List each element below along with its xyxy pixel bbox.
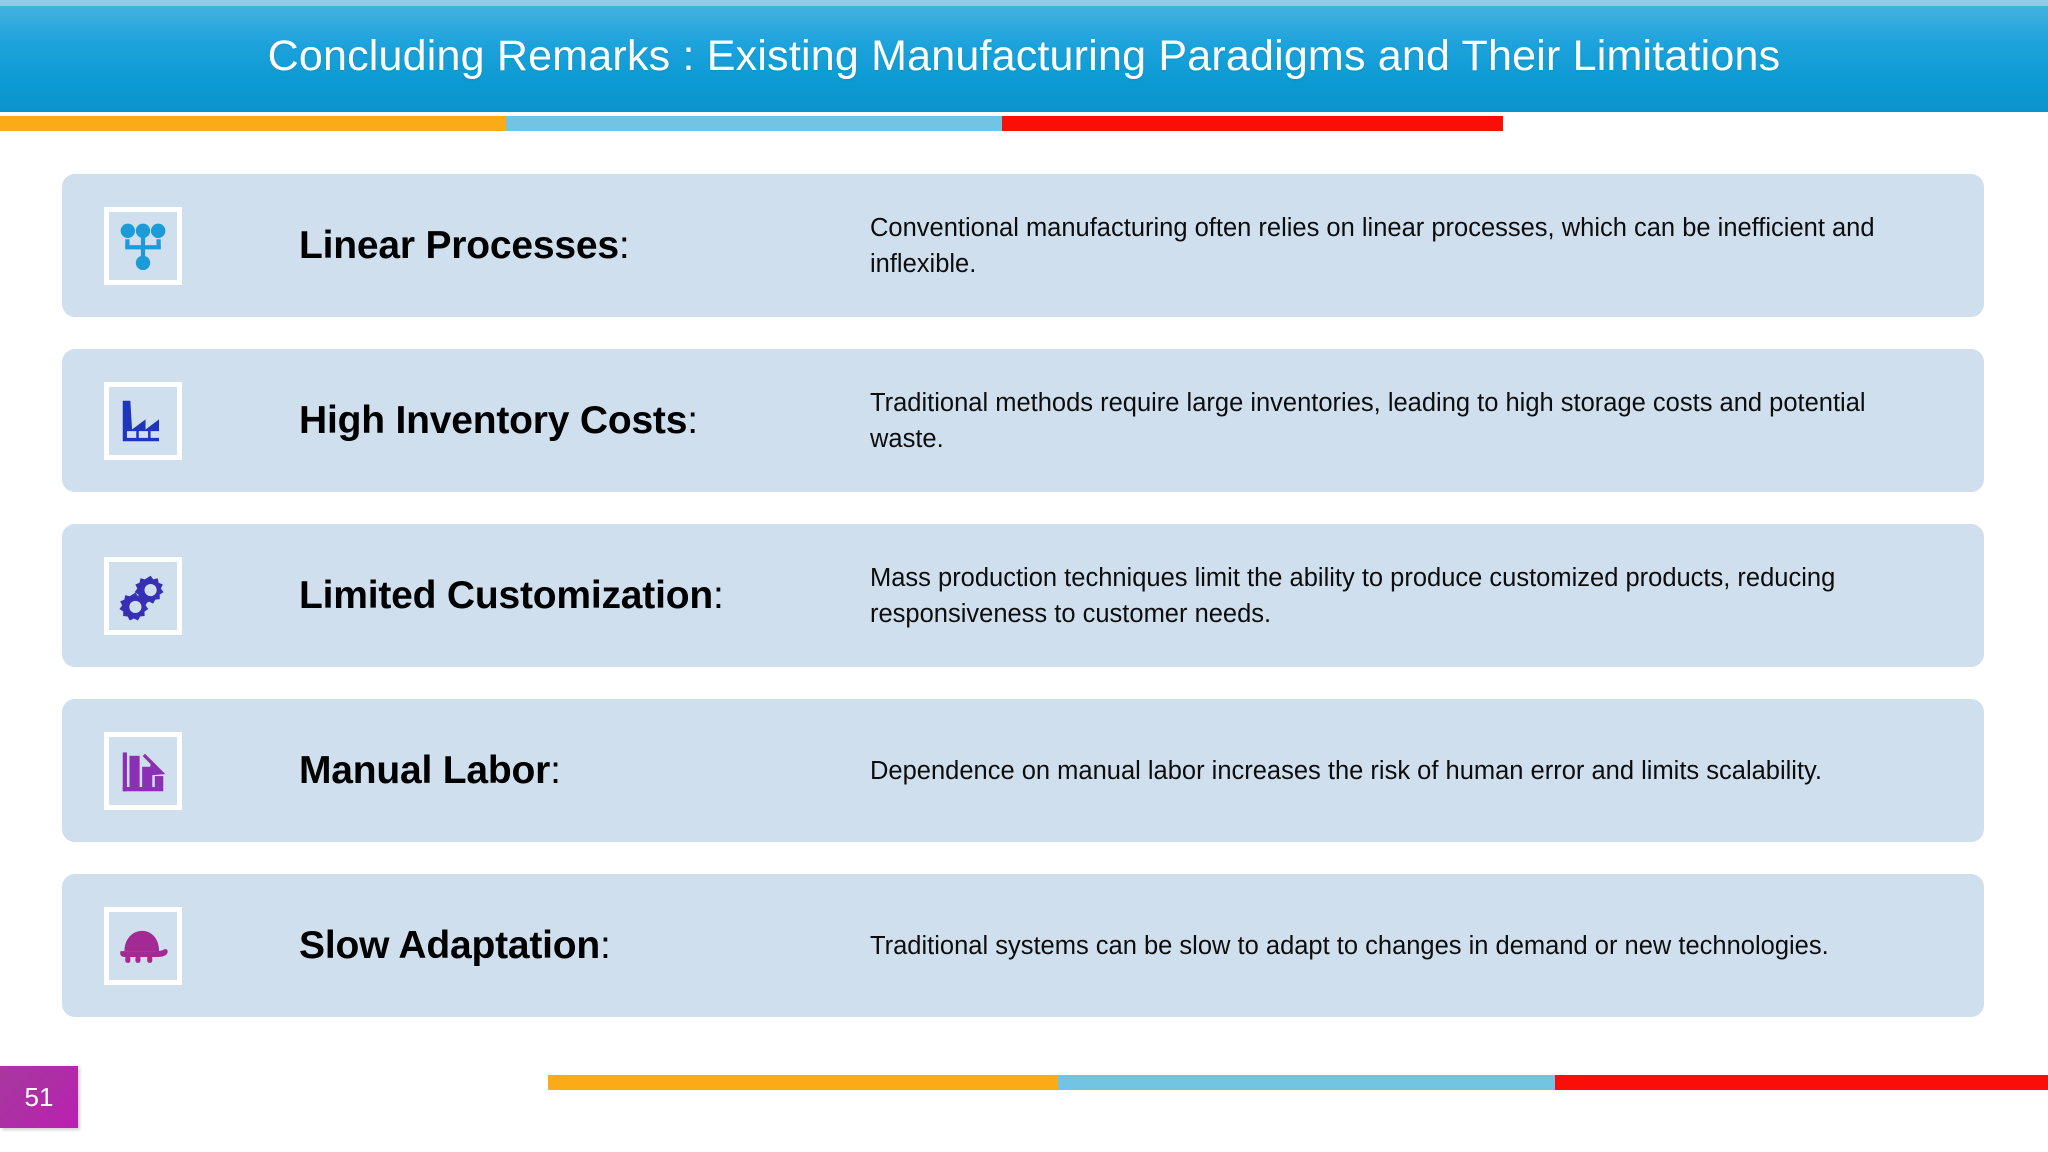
page-title: Concluding Remarks : Existing Manufactur… [267,31,1781,80]
list-item-description: Dependence on manual labor increases the… [870,756,1823,785]
heading-text: Linear Processes [299,223,619,267]
accent-segment-blue [506,116,1002,131]
list-item-description: Mass production techniques limit the abi… [870,563,1836,628]
accent-segment-red [1002,116,1503,131]
list-item-heading: High Inventory Costs: [299,399,698,443]
list-item-heading: Manual Labor: [299,749,561,793]
hierarchy-icon [104,206,182,285]
heading-colon: : [550,748,561,792]
factory-icon [104,381,182,460]
accent-segment-red [1555,1075,2048,1090]
list-item[interactable]: Manual Labor: Dependence on manual labor… [62,699,1984,842]
list-item[interactable]: Limited Customization: Mass production t… [62,524,1984,667]
list-item[interactable]: Slow Adaptation: Traditional systems can… [62,874,1984,1017]
list-item-description: Traditional systems can be slow to adapt… [870,931,1829,960]
list-item-description: Conventional manufacturing often relies … [870,213,1875,278]
heading-colon: : [600,923,611,967]
title-banner: Concluding Remarks : Existing Manufactur… [0,0,2048,112]
turtle-icon [104,906,182,985]
list-item-heading: Slow Adaptation: [299,924,611,968]
heading-colon: : [687,398,698,442]
accent-segment-blue [1058,1075,1555,1090]
list-item[interactable]: Linear Processes: Conventional manufactu… [62,174,1984,317]
heading-colon: : [618,223,630,267]
content-rows: Linear Processes: Conventional manufactu… [62,174,1984,1049]
list-item-heading: Limited Customization: [299,574,724,618]
bottom-accent-bar [548,1075,2048,1090]
heading-text: High Inventory Costs [299,398,688,442]
accent-segment-orange [0,116,506,131]
list-item-description: Traditional methods require large invent… [870,388,1866,453]
declining-bar-chart-icon [104,731,182,810]
list-item-heading: Linear Processes: [299,223,630,268]
heading-text: Limited Customization [299,573,713,617]
page-number-badge: 51 [0,1066,78,1128]
heading-text: Slow Adaptation [299,923,601,967]
gears-icon [104,556,182,635]
heading-colon: : [712,573,724,617]
heading-text: Manual Labor [299,748,551,792]
top-accent-bar [0,116,1503,131]
accent-segment-orange [548,1075,1058,1090]
list-item[interactable]: High Inventory Costs: Traditional method… [62,349,1984,492]
